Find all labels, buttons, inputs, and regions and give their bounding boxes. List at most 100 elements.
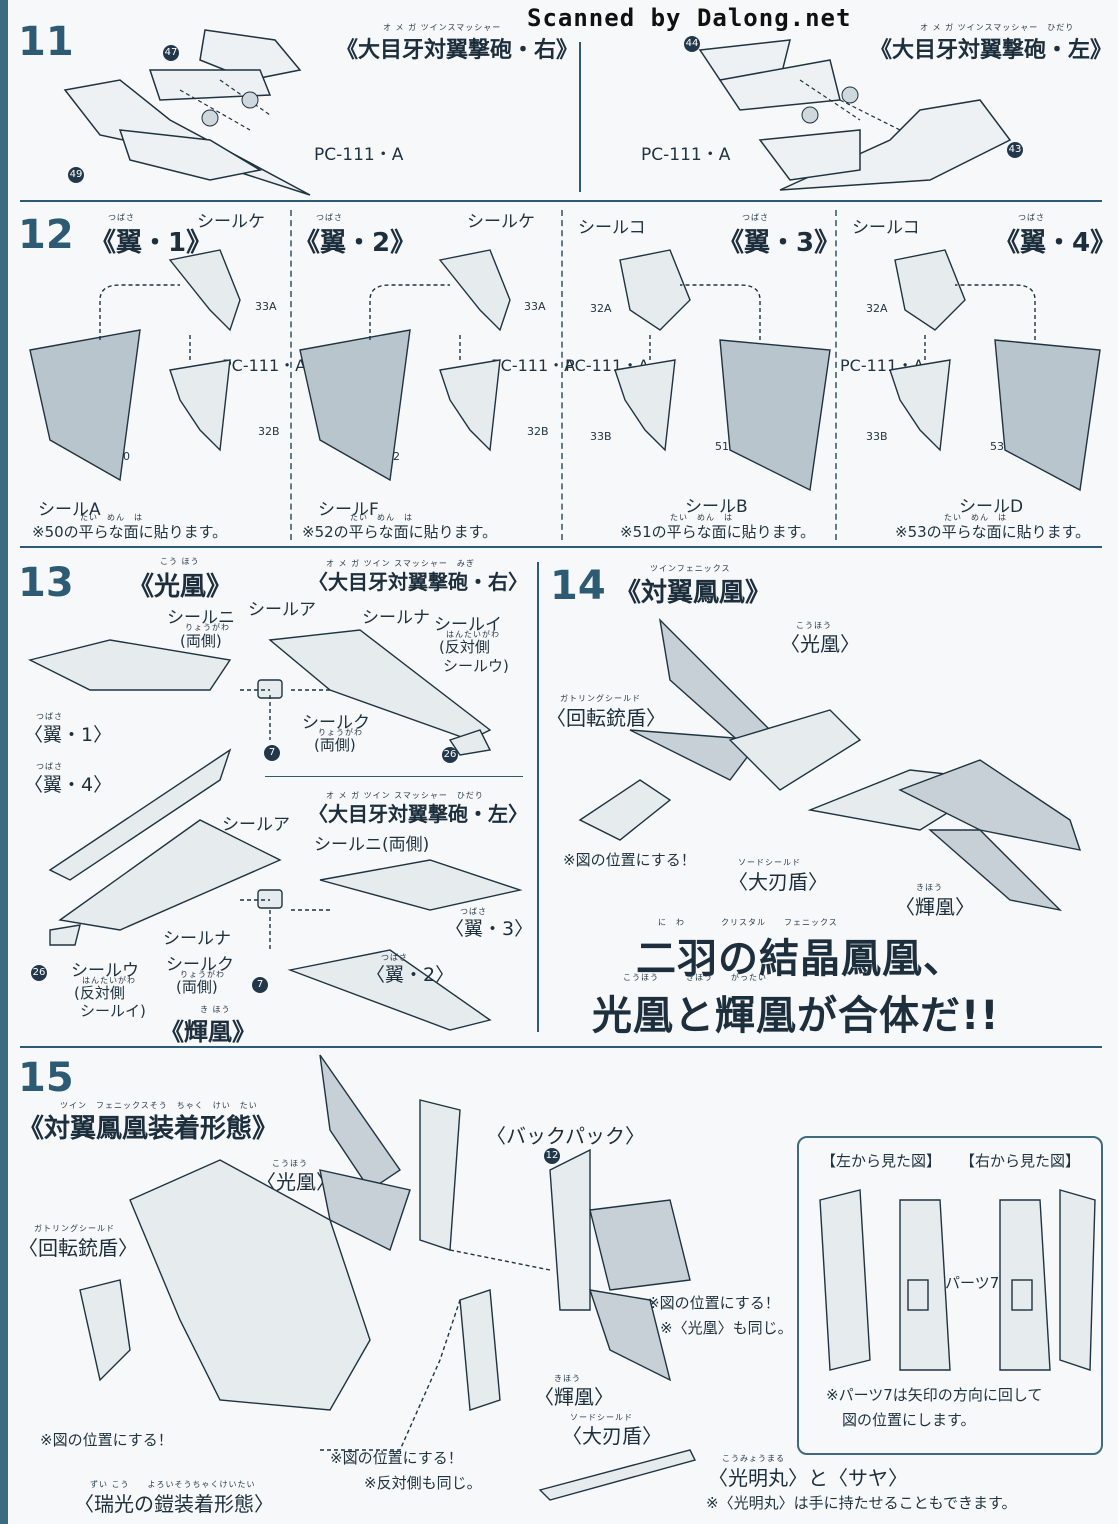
wing-3-note-ruby: たい めん は [670,513,733,522]
wing-3-part-a: 32A [590,302,612,315]
wing-2-part-b: 32B [527,425,549,438]
part-7-badge-top: 7 [264,745,280,761]
wing-1-seal-bottom: シールA [38,500,101,520]
divider-14-15 [20,1046,1102,1048]
step-15-other-side-note: ※反対側も同じ。 [364,1474,482,1492]
step-13-number: 13 [18,560,74,606]
wing-1-note-ruby: たい めん は [80,513,143,522]
wing-4-seal-bottom: シールD [959,497,1024,517]
seal-ni-bottom: シールニ(両側) [314,835,430,855]
step-13-title-ruby: こう ほう [160,557,200,566]
wing-2-pc: PC-111・A [491,356,576,375]
wing-3-seal-bottom: シールB [685,497,748,517]
armor-mode-ruby: ずい こう よろいそうちゃくけいたい [90,1480,256,1489]
seal-ku-top: シールク [302,713,370,733]
part-43-badge: 43 [1007,142,1023,158]
sword-note: ※〈光明丸〉は手に持たせることもできます。 [706,1494,1017,1512]
step-14-kihou-ruby: きほう [916,883,943,892]
wing-2-note-ruby: たい めん は [350,513,413,522]
wing-3-label-ruby: つばさ [460,907,487,916]
seal-u-opposite: (反対側 [74,984,125,1002]
step-15-shield-ruby: ガトリングシールド [34,1224,115,1233]
step-14-number: 14 [550,563,606,609]
wing-3-seal-top: シールコ [578,218,646,238]
step-12-divider-3 [835,210,837,540]
step-13-illustration [27,629,523,1031]
wing-2-note: ※52の平らな面に貼ります。 [302,523,498,541]
message-line1-ruby: に わ クリスタル フェニックス [658,918,838,927]
cannon-right-ruby: オ メ ガ ツイン スマッシャー みぎ [326,559,475,568]
seal-ni-both: (両側) [180,632,222,650]
wing-1-ruby: つばさ [108,213,135,222]
wing-4-ruby: つばさ [1018,213,1045,222]
step-11-right-pc-label: PC-111・A [314,145,404,165]
divider-13-14 [537,562,539,1032]
wing-4-label-ruby: つばさ [36,762,63,771]
step-15-title: 《対翼鳳凰装着形態》 [18,1114,279,1144]
wing-1-label: 〈翼・1〉 [24,724,113,746]
wing-1-pc: PC-111・A [222,356,307,375]
step-15-position-note-2: ※図の位置にする！ [647,1294,780,1312]
wing-1-part-a: 33A [255,300,277,313]
step-15-kouhou-ruby: こうほう [272,1159,308,1168]
step-15-position-note-1: ※図の位置にする！ [40,1431,173,1449]
message-line2: 光凰と輝凰が合体だ!! [592,993,1000,1039]
step-15-title-ruby: ツイン フェニックスそう ちゃく けい たい [60,1101,258,1110]
kihou-title-ruby: き ほう [200,1005,231,1014]
sword-ruby: こうみょうまる [722,1454,785,1463]
wing-3-ruby: つばさ [742,213,769,222]
part-7-label: パーツ7 [945,1274,1000,1292]
rotate-note-line1: ※パーツ7は矢印の方向に回して [826,1386,1043,1404]
wing-3-label: 〈翼・3〉 [445,918,534,940]
seal-i-opposite: (反対側 [439,638,490,656]
seal-i-top: シールイ [434,615,502,635]
seal-ni-top: シールニ [167,608,235,628]
kihou-title: 《輝凰》 [160,1018,256,1046]
wing-3-note: ※51の平らな面に貼ります。 [620,523,816,541]
cannon-left-label: 〈大目牙対翼撃砲・左〉 [308,802,528,826]
seal-a-top: シールア [248,600,316,620]
view-from-right-label: 【右から見た図】 [960,1152,1081,1170]
wing-3-part-b: 33B [590,430,612,443]
wing-2-seal-top: シールケ [467,212,535,232]
step-14-position-note: ※図の位置にする！ [563,851,696,869]
part-7-badge-bottom: 7 [252,977,268,993]
wing-2-part-a: 33A [524,300,546,313]
step-12-divider-1 [290,210,292,540]
message-line2-ruby: こうほう きほう がったい [623,973,767,982]
part-26-badge-bottom: 26 [31,965,47,981]
step-11-number: 11 [18,19,74,65]
step-15-illustration [79,1054,697,1501]
side-view-inset [797,1136,1103,1455]
step-11-right-title: 《大目牙対翼撃砲・右》 [336,38,579,63]
part-26-badge-top: 26 [442,747,458,763]
step-15-sword-shield-ruby: ソードシールド [570,1413,633,1422]
view-from-left-label: 【左から見た図】 [821,1152,942,1170]
ryogawa-ruby-2: りょうがわ [318,728,363,737]
step-14-sword-shield: 〈大刃盾〉 [728,870,828,894]
part-49-badge: 49 [68,167,84,183]
sword-label: 〈光明丸〉と〈サヤ〉 [708,1466,908,1490]
step-12-divider-2 [561,210,563,540]
wing-2-ruby: つばさ [316,213,343,222]
seal-na-top: シールナ [362,608,430,628]
seal-na-bottom: シールナ [163,929,231,949]
step-13-inner-divider [265,776,523,777]
hantai-ruby-2: はんたいがわ [82,976,136,985]
seal-ku-both-bottom: (両側) [176,978,218,996]
part-44-badge: 44 [684,36,700,52]
wing-4-title: 《翼・4》 [994,228,1117,258]
wing-4-seal-top: シールコ [852,218,920,238]
wing-4-part-b: 33B [866,430,888,443]
seal-ku-both: (両側) [314,736,356,754]
step-15-number: 15 [18,1055,74,1101]
step-11-divider [579,42,581,192]
step-15-kihou-ruby: きほう [554,1374,581,1383]
rotate-note-line2: 図の位置にします。 [842,1411,976,1429]
step-14-kihou: 〈輝凰〉 [895,895,975,919]
cannon-left-ruby: オ メ ガ ツイン スマッシャー ひだり [326,791,484,800]
wing-2-title: 《翼・2》 [294,228,417,258]
armor-mode-label: 〈瑞光の鎧装着形態〉 [74,1492,274,1516]
side-view-illustration [819,1189,1096,1371]
